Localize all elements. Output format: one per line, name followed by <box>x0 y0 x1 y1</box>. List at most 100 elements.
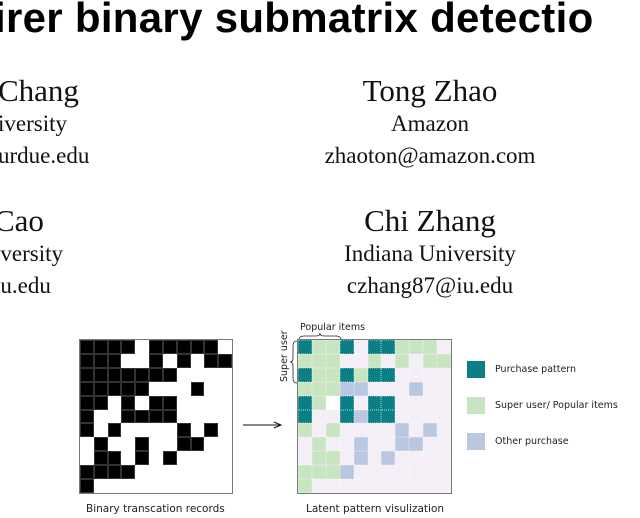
matrix-cell <box>409 423 424 438</box>
matrix-cell <box>381 340 396 354</box>
matrix-cell <box>204 465 219 480</box>
matrix-cell <box>395 437 410 452</box>
matrix-cell <box>325 423 340 438</box>
matrix-cell <box>107 340 122 354</box>
matrix-cell <box>204 451 219 466</box>
matrix-cell <box>367 465 382 480</box>
matrix-cell <box>218 340 232 354</box>
matrix-cell <box>121 423 136 438</box>
author-block-4: Chi Zhang Indiana University czhang87@iu… <box>280 204 580 302</box>
matrix-cell <box>93 395 108 410</box>
matrix-cell <box>204 479 219 493</box>
matrix-cell <box>381 353 396 368</box>
green-swatch-icon <box>467 397 485 414</box>
matrix-cell <box>93 409 108 424</box>
matrix-cell <box>93 437 108 452</box>
author-block-3: Cao iversity iu.edu <box>0 204 63 302</box>
matrix-cell <box>311 353 326 368</box>
author-affiliation: Amazon <box>391 111 469 136</box>
matrix-cell <box>204 437 219 452</box>
matrix-cell <box>311 437 326 452</box>
matrix-cell <box>325 409 340 424</box>
matrix-cell <box>381 423 396 438</box>
matrix-cell <box>325 437 340 452</box>
matrix-cell <box>311 367 326 382</box>
legend-label: Other purchase <box>495 436 569 447</box>
matrix-cell <box>339 465 354 480</box>
matrix-cell <box>423 465 438 480</box>
matrix-cell <box>339 367 354 382</box>
matrix-cell <box>395 465 410 480</box>
matrix-cell <box>176 367 191 382</box>
matrix-cell <box>409 479 424 493</box>
popular-items-label: Popular items <box>300 322 366 333</box>
matrix-cell <box>135 367 150 382</box>
author-name: Chi Zhang <box>364 203 496 238</box>
matrix-cell <box>339 409 354 424</box>
matrix-cell <box>190 451 205 466</box>
matrix-cell <box>93 381 108 396</box>
arrow-right-icon <box>243 421 283 429</box>
matrix-cell <box>367 340 382 354</box>
matrix-cell <box>149 451 163 466</box>
matrix-cell <box>423 451 438 466</box>
matrix-cell <box>367 395 382 410</box>
matrix-cell <box>311 451 326 466</box>
matrix-cell <box>107 465 122 480</box>
matrix-cell <box>395 423 410 438</box>
matrix-cell <box>149 479 163 493</box>
matrix-cell <box>298 381 312 396</box>
matrix-cell <box>339 451 354 466</box>
matrix-cell <box>395 340 410 354</box>
matrix-cell <box>121 451 136 466</box>
brace-side-icon <box>290 340 298 384</box>
matrix-cell <box>121 395 136 410</box>
matrix-cell <box>190 340 205 354</box>
matrix-cell <box>218 465 232 480</box>
matrix-cell <box>162 423 177 438</box>
matrix-cell <box>190 367 205 382</box>
matrix-cell <box>367 367 382 382</box>
matrix-cell <box>409 340 424 354</box>
matrix-cell <box>367 437 382 452</box>
matrix-cell <box>149 423 163 438</box>
author-block-1: Chang iversity urdue.edu <box>0 74 89 172</box>
matrix-cell <box>176 340 191 354</box>
matrix-cell <box>190 395 205 410</box>
matrix-cell <box>80 465 94 480</box>
matrix-cell <box>409 437 424 452</box>
matrix-cell <box>149 353 163 368</box>
matrix-cell <box>190 479 205 493</box>
matrix-cell <box>437 395 451 410</box>
matrix-cell <box>353 340 368 354</box>
matrix-cell <box>381 479 396 493</box>
matrix-cell <box>218 451 232 466</box>
matrix-cell <box>204 353 219 368</box>
matrix-cell <box>149 367 163 382</box>
matrix-cell <box>93 367 108 382</box>
matrix-cell <box>135 465 150 480</box>
matrix-cell <box>176 437 191 452</box>
matrix-cell <box>107 381 122 396</box>
author-affiliation: iversity <box>0 111 67 136</box>
matrix-cell <box>409 395 424 410</box>
matrix-cell <box>423 423 438 438</box>
matrix-cell <box>437 353 451 368</box>
matrix-cell <box>437 451 451 466</box>
matrix-cell <box>395 395 410 410</box>
matrix-cell <box>325 367 340 382</box>
matrix-cell <box>339 340 354 354</box>
matrix-cell <box>107 409 122 424</box>
matrix-cell <box>298 395 312 410</box>
matrix-cell <box>162 381 177 396</box>
matrix-cell <box>311 423 326 438</box>
matrix-cell <box>367 451 382 466</box>
matrix-cell <box>107 451 122 466</box>
matrix-cell <box>162 353 177 368</box>
matrix-cell <box>149 437 163 452</box>
matrix-cell <box>190 381 205 396</box>
matrix-cell <box>162 395 177 410</box>
matrix-cell <box>325 340 340 354</box>
matrix-cell <box>121 409 136 424</box>
matrix-cell <box>437 409 451 424</box>
